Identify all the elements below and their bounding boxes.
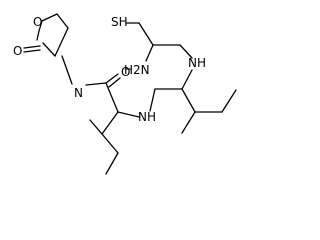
bond (41, 13, 58, 22)
lactone-ring (23, 13, 69, 57)
bond (117, 111, 140, 118)
bond (181, 111, 196, 134)
bond (105, 82, 119, 113)
atom-label-amide-oxygen: O (121, 65, 130, 79)
bond (138, 22, 154, 46)
bond (36, 30, 40, 41)
bond (179, 44, 193, 59)
bond (56, 13, 69, 29)
bond (181, 69, 193, 90)
bond (108, 77, 121, 88)
molecule-structure: SH O O N O H2N NH NH (13, 13, 237, 175)
bond (101, 111, 119, 135)
atom-label-ring-oxygen: O (33, 15, 42, 29)
bond (54, 27, 69, 57)
bond (101, 133, 119, 154)
bond (105, 152, 119, 175)
bond (221, 89, 237, 113)
bond (105, 73, 119, 84)
atom-label-nh-lower: NH (138, 110, 156, 124)
bond (85, 82, 107, 86)
bond (181, 88, 196, 113)
bond (145, 44, 154, 62)
atom-label-amine-h2n: H2N (124, 63, 150, 77)
bond (38, 20, 43, 32)
bond (149, 88, 156, 112)
bond (61, 55, 73, 85)
bond (23, 45, 41, 49)
bond (23, 49, 41, 53)
molecule-canvas: SH O O N O H2N NH NH (13, 13, 237, 175)
atom-label-amide-nitrogen: N (74, 86, 83, 100)
bond (42, 42, 56, 57)
atom-label-keto-oxygen: O (13, 44, 22, 58)
bond (89, 119, 103, 135)
atom-label-sh: SH (111, 15, 128, 29)
atom-label-nh-upper: NH (188, 56, 206, 70)
